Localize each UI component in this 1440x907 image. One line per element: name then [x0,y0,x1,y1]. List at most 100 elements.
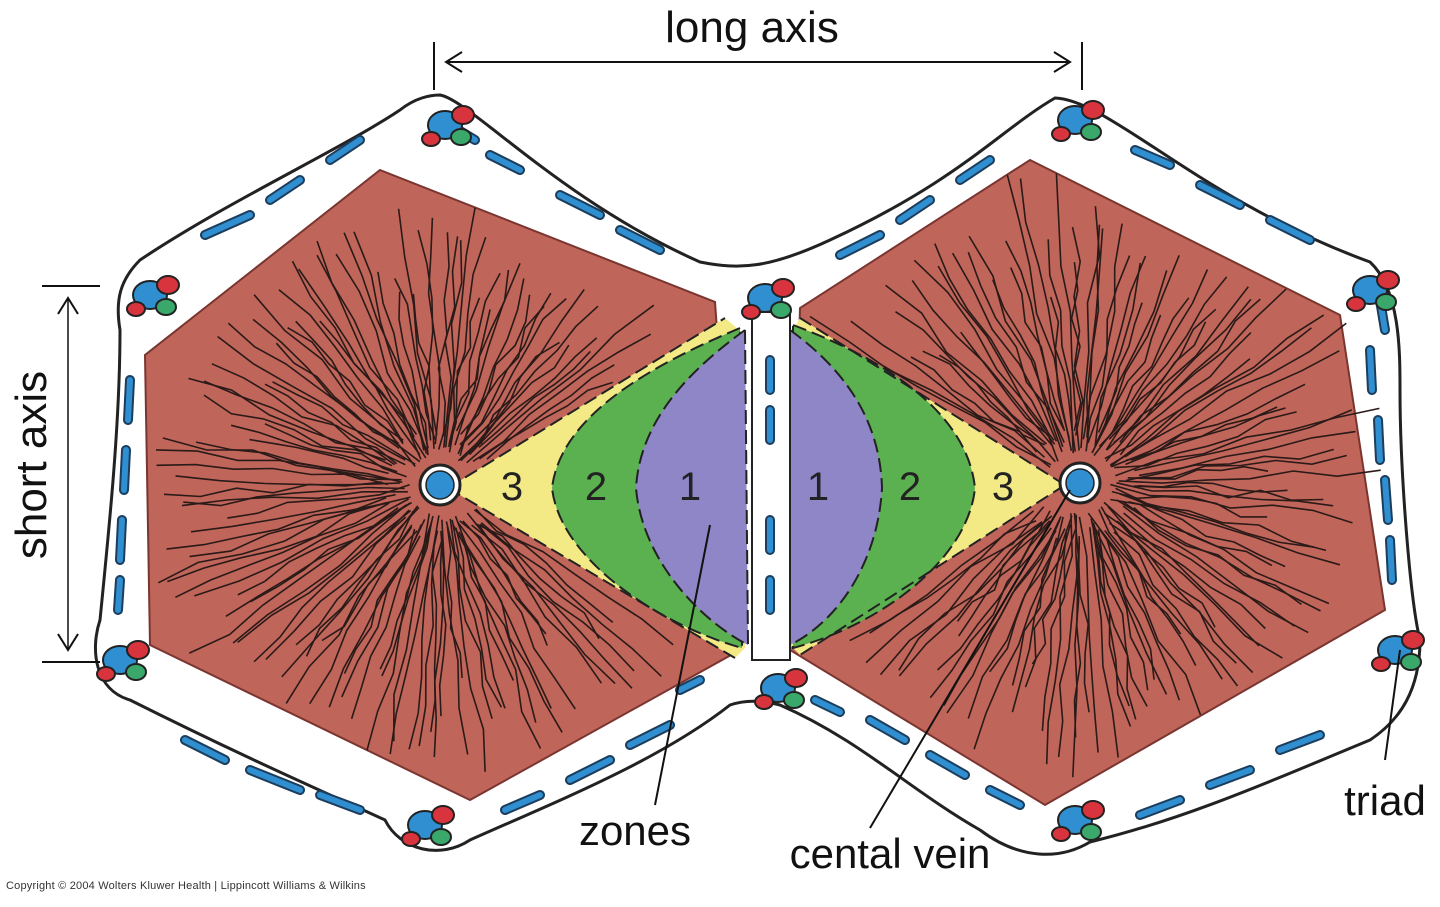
sinusoid-line [249,438,389,475]
sinusoid-line [934,243,1050,434]
sinusoid-line [287,327,404,445]
sinusoid-line [227,483,410,519]
sinusoid-line [377,271,429,456]
sinusoid-line [1108,321,1207,440]
sinusoid-line [460,298,567,446]
sinusoid-line [1071,226,1084,436]
sinusoid-line [1085,228,1104,440]
sinusoid-line [194,498,409,597]
septal-dash [502,792,543,813]
septal-dash [897,197,933,223]
sinusoid-line [166,502,389,550]
sinusoid-line [451,519,493,719]
sinusoid-line [1133,507,1302,606]
septal-dash [1137,797,1183,818]
sinusoid-line [181,491,408,507]
sinusoid-line [203,394,386,461]
sinusoid-line [1111,350,1340,468]
sinusoid-line [321,524,413,642]
sinusoid-line [479,523,635,672]
sinusoid-line [1109,322,1347,466]
sinusoid-line [350,535,421,719]
sinusoid-line [1057,541,1081,758]
right-central-vein [1058,461,1102,505]
left-sinusoid-lines [155,207,674,772]
sinusoid-line [478,350,591,448]
portal-triad [1051,100,1105,142]
septal-dash [567,757,613,783]
sinusoid-line [895,311,1042,445]
sinusoid-line [1110,483,1353,524]
sinusoid-line [457,341,560,462]
sinusoid-line [459,520,548,646]
sinusoid-line [1103,501,1266,630]
sinusoid-line [480,305,599,445]
sinusoid-line [452,524,515,681]
sinusoid-line [398,291,429,449]
septal-dash [927,752,968,778]
sinusoid-line [155,449,402,481]
septal-dash [115,577,123,613]
portal-triad [421,105,475,147]
sinusoid-line [156,463,389,486]
septal-dash [327,137,363,163]
sinusoid-line [1078,516,1099,753]
central-vein-pointer [869,489,1071,829]
septal-dash [627,722,673,748]
sinusoid-line [253,294,416,467]
septal-dash [125,377,133,423]
sinusoid-line [459,294,531,435]
sinusoid-line [272,381,416,465]
sinusoid-line [167,501,387,583]
sinusoid-line [1102,270,1168,430]
sinusoid-line [237,509,412,644]
sinusoid-line [973,537,1058,750]
sinusoid-line [457,278,525,455]
sinusoid-line [468,337,598,456]
sinusoid-line [883,365,1052,466]
septal-dash [1375,417,1383,463]
sinusoid-line [190,493,396,533]
sinusoid-line [865,506,1045,664]
sinusoid-line [458,531,552,709]
sinusoid-line [1110,314,1325,467]
sinusoid-line [455,527,503,708]
sinusoid-line [1082,223,1123,440]
sinusoid-line [1113,531,1239,687]
right-zone-1-label: 1 [807,465,829,509]
sinusoid-line [418,543,435,747]
sinusoid-line [967,519,1061,719]
sinusoid-line [474,522,600,640]
sinusoid-line [447,297,481,448]
sinusoid-line [1092,532,1137,720]
sinusoid-line [1093,269,1209,456]
left-zone-1-label: 1 [679,465,701,509]
sinusoid-line [455,262,521,432]
triad-pointer [1384,649,1401,761]
sinusoid-line [1024,515,1073,688]
sinusoid-line [1019,178,1070,439]
sinusoid-line [968,235,1064,448]
sinusoid-line [1087,255,1147,444]
septal-dash [247,767,303,793]
portal-triad [401,805,455,847]
sinusoid-line [295,320,404,441]
sinusoid-line [1124,327,1312,458]
sinusoid-line [951,252,1058,442]
right-zone-1 [789,328,884,647]
sinusoid-line [443,236,459,448]
sinusoid-line [1110,297,1190,435]
sinusoid-line [295,506,420,646]
septal-dash [867,717,908,743]
sinusoid-line [473,509,674,646]
left-zone-3-label: 3 [501,465,523,509]
sinusoid-line [1009,267,1065,430]
sinusoid-line [1087,512,1155,680]
sinusoid-line [1130,407,1286,461]
septal-dash [117,517,125,563]
sinusoid-line [230,424,398,473]
sinusoid-line [1045,513,1074,765]
portal-triad [1346,270,1400,312]
sinusoid-line [1117,521,1254,674]
sinusoid-line [444,207,476,448]
